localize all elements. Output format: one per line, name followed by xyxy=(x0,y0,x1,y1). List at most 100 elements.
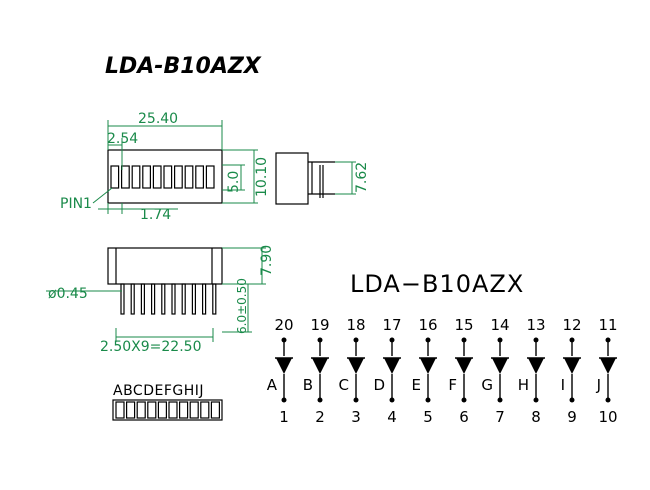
side-view: 7.62 xyxy=(275,152,370,205)
segment-cell xyxy=(147,401,157,419)
anode-pin-number: 11 xyxy=(598,316,617,334)
segment-cell xyxy=(115,401,125,419)
anode-pin-number: 15 xyxy=(454,316,473,334)
front-body xyxy=(107,149,223,204)
diode-triangle xyxy=(276,358,292,374)
front-segment xyxy=(174,165,183,189)
cathode-pin-number: 7 xyxy=(495,408,505,426)
bottom-dimensions: 7.90 6.0±0.50 ø0.45 2.50X9=22.50 xyxy=(46,245,275,355)
diode-triangle xyxy=(420,358,436,374)
anode-pin-number: 13 xyxy=(526,316,545,334)
schematic-title: LDA−B10AZX xyxy=(350,270,524,298)
anode-pin-number: 18 xyxy=(346,316,365,334)
front-segment xyxy=(195,165,205,189)
bottom-body xyxy=(107,247,223,285)
segment-cells xyxy=(115,401,220,419)
dim-segment-height: 5.0 xyxy=(226,171,242,193)
cathode-pin-number: 5 xyxy=(423,408,433,426)
dim-height: 10.10 xyxy=(254,157,270,197)
front-segment xyxy=(142,165,152,189)
front-view xyxy=(107,149,223,204)
segment-letter: J xyxy=(596,376,601,394)
anode-pin-number: 17 xyxy=(382,316,401,334)
diode-triangle xyxy=(564,358,580,374)
cathode-terminal xyxy=(569,397,575,403)
front-segments xyxy=(110,165,215,189)
bottom-pin xyxy=(120,283,125,315)
segment-cell xyxy=(210,401,220,419)
segment-cell xyxy=(179,401,189,419)
anode-pin-number: 19 xyxy=(310,316,329,334)
cathode-terminal xyxy=(497,397,503,403)
dim-pin-diameter: ø0.45 xyxy=(48,286,88,302)
segment-letters: ABCDEFGHIJ xyxy=(113,383,204,399)
segment-letter: G xyxy=(481,376,493,394)
bottom-pin xyxy=(202,283,207,315)
segment-letter: H xyxy=(518,376,529,394)
front-segment xyxy=(110,165,120,189)
anode-pin-number: 12 xyxy=(562,316,581,334)
bottom-pins xyxy=(120,283,217,315)
cathode-terminal xyxy=(353,397,359,403)
segment-cell xyxy=(125,401,136,419)
segment-cell xyxy=(189,401,199,419)
bottom-pin xyxy=(181,283,186,315)
part-title: LDA-B10AZX xyxy=(105,54,262,79)
dim-pin-span: 2.50X9=22.50 xyxy=(100,339,201,355)
segment-letter: D xyxy=(373,376,385,394)
dim-overall-width: 25.40 xyxy=(138,111,178,127)
diode-triangle xyxy=(492,358,508,374)
schematic: 20A119B218C317D416E515F614G713H812I911J1… xyxy=(267,316,618,426)
front-segment xyxy=(131,165,141,189)
cathode-terminal xyxy=(425,397,431,403)
dim-pitch-top: 2.54 xyxy=(107,131,138,147)
cathode-pin-number: 3 xyxy=(351,408,361,426)
segment-letter: E xyxy=(412,376,421,394)
bottom-pin xyxy=(140,283,145,315)
cathode-terminal xyxy=(605,397,611,403)
cathode-terminal xyxy=(281,397,287,403)
cathode-pin-number: 2 xyxy=(315,408,325,426)
dim-segment-offset: 1.74 xyxy=(140,207,171,223)
bottom-pin xyxy=(130,283,135,315)
bottom-pin xyxy=(161,283,166,315)
dim-depth: 7.62 xyxy=(354,162,370,193)
cathode-pin-number: 1 xyxy=(279,408,289,426)
cathode-pin-number: 4 xyxy=(387,408,397,426)
segment-cell xyxy=(136,401,146,419)
dim-pin-length: 6.0±0.50 xyxy=(235,278,249,334)
segment-letter: A xyxy=(267,376,278,394)
cathode-pin-number: 9 xyxy=(567,408,577,426)
bottom-view xyxy=(107,247,223,315)
segment-letter: I xyxy=(561,376,565,394)
diode-triangle xyxy=(348,358,364,374)
cathode-pin-number: 6 xyxy=(459,408,469,426)
segment-cell xyxy=(157,401,167,419)
cathode-terminal xyxy=(389,397,395,403)
bottom-pin xyxy=(171,283,176,315)
anode-pin-number: 14 xyxy=(490,316,509,334)
diode-triangle xyxy=(384,358,400,374)
front-segment xyxy=(120,165,130,189)
segment-cell xyxy=(200,401,210,419)
anode-pin-number: 20 xyxy=(274,316,293,334)
diode-triangle xyxy=(528,358,544,374)
anode-pin-number: 16 xyxy=(418,316,437,334)
segment-layout: ABCDEFGHIJ xyxy=(112,383,223,421)
front-segment xyxy=(163,165,173,189)
diode-triangle xyxy=(456,358,472,374)
bottom-pin xyxy=(151,283,156,315)
segment-box xyxy=(112,399,223,421)
pin1-label: PIN1 xyxy=(60,196,92,212)
cathode-terminal xyxy=(317,397,323,403)
diode-triangle xyxy=(600,358,616,374)
